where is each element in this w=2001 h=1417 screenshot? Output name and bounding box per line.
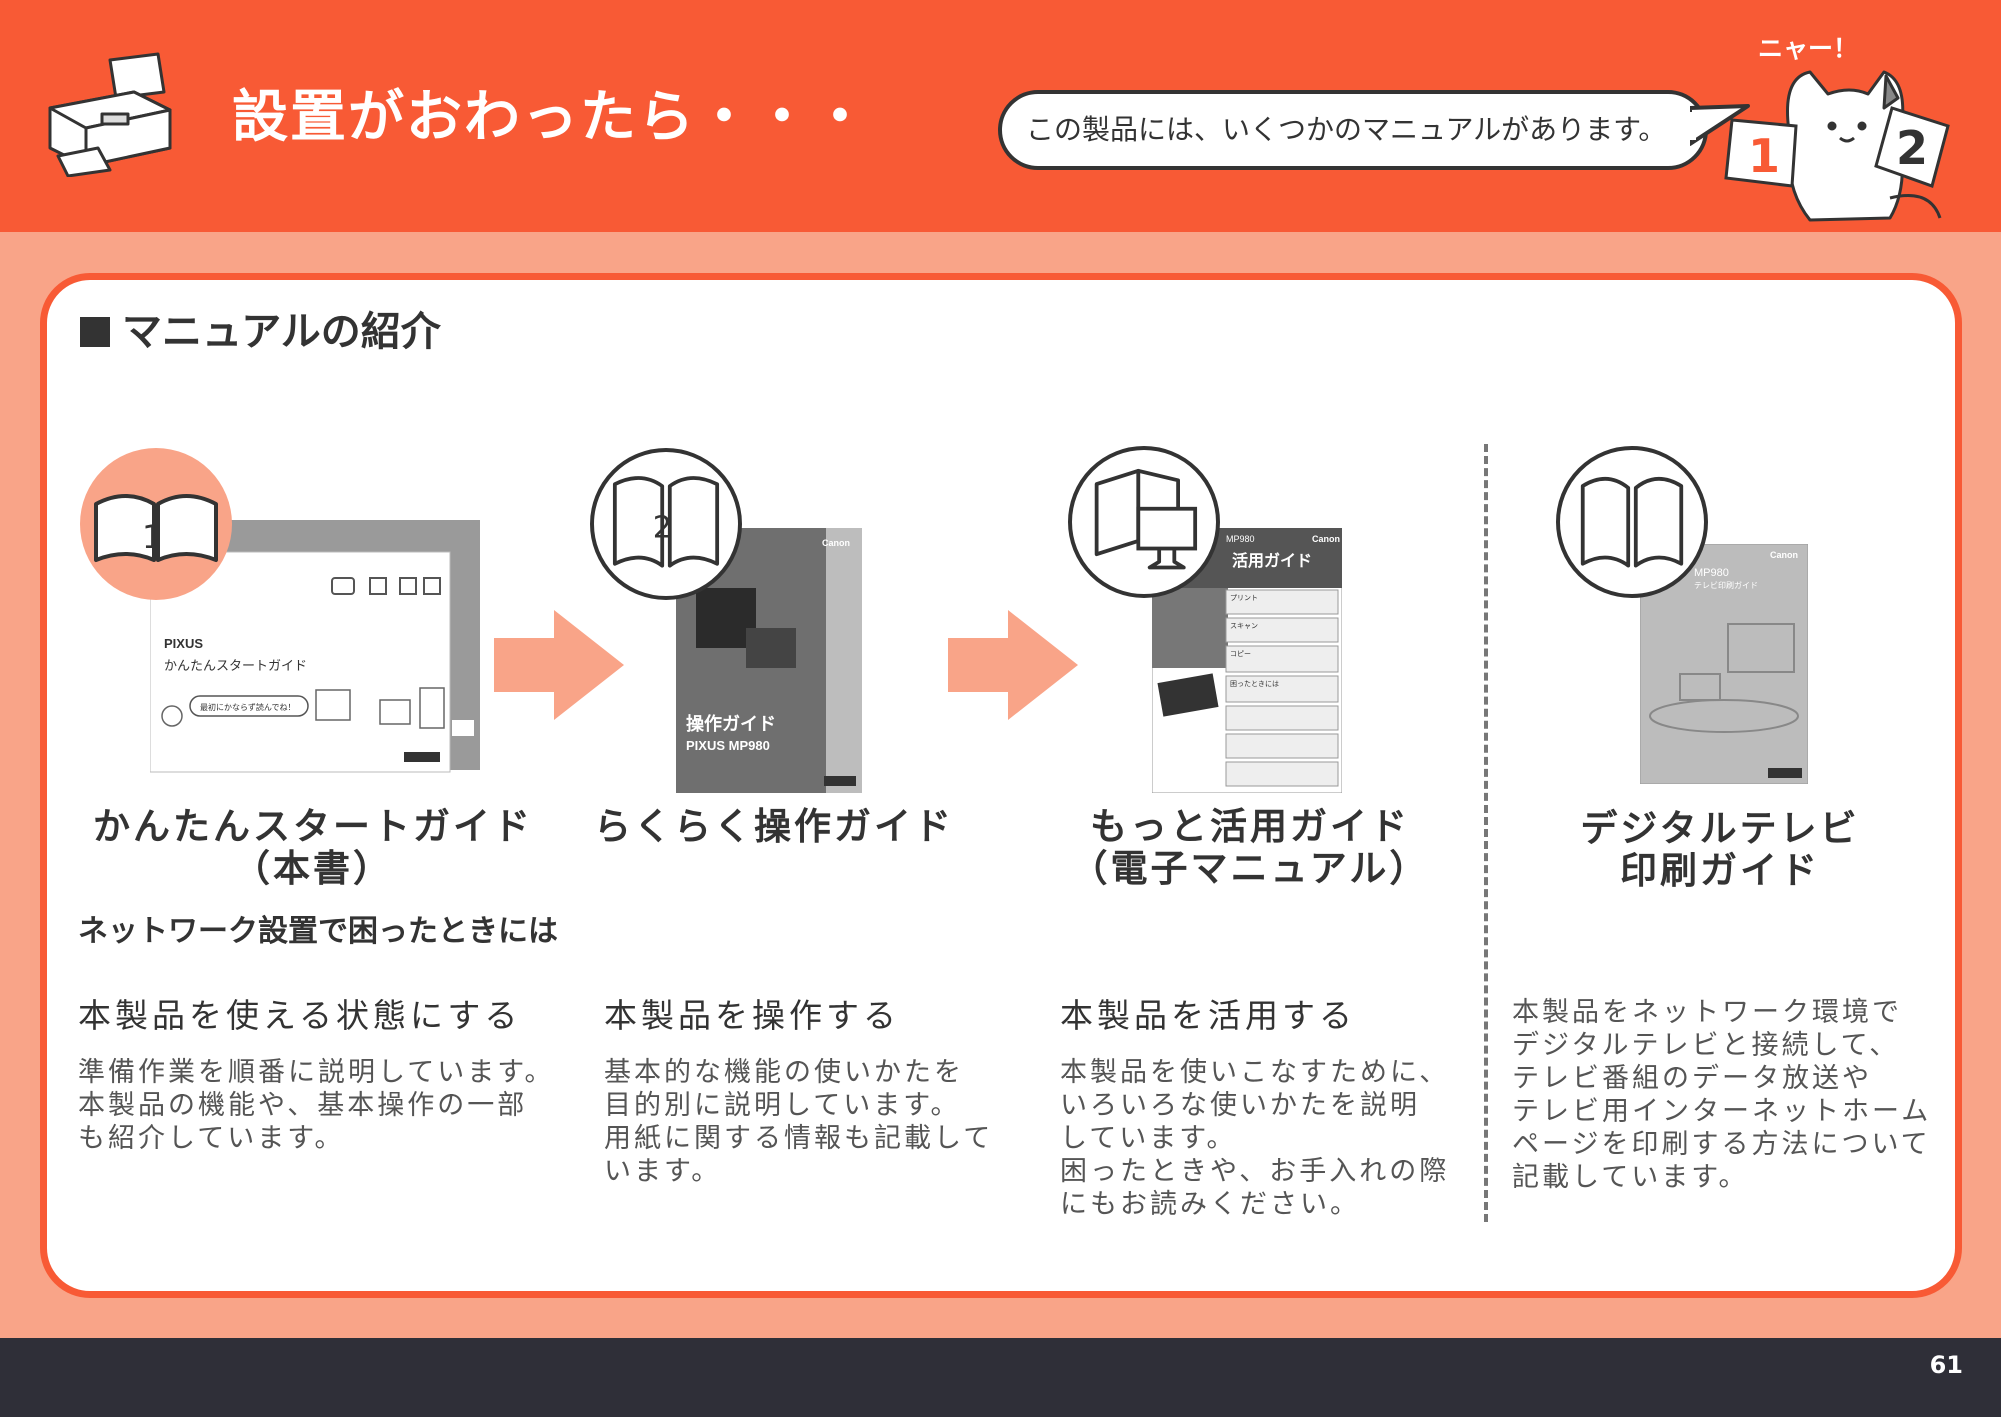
guide-2-badge: 2 bbox=[590, 448, 742, 600]
square-bullet-icon bbox=[80, 317, 110, 347]
guide-1-badge: 1 bbox=[80, 448, 232, 600]
guide-1-description: 準備作業を順番に説明しています。 本製品の機能や、基本操作の一部 も紹介していま… bbox=[78, 1057, 555, 1154]
page-number: 61 bbox=[1929, 1351, 1963, 1379]
guide-3-badge bbox=[1068, 446, 1220, 598]
guide-2-description: 基本的な機能の使いかたを 目的別に説明しています。 用紙に関する情報も記載して … bbox=[604, 1057, 994, 1187]
printer-icon bbox=[48, 52, 172, 177]
guide-2-thumb-title: 操作ガイド bbox=[686, 713, 776, 735]
guide-4-thumb-model: MP980 bbox=[1694, 567, 1729, 579]
speech-bubble-tail bbox=[1690, 104, 1750, 146]
guide-1-thumb-brand: PIXUS bbox=[164, 636, 203, 651]
guide-2-thumbnail: Canon 操作ガイド PIXUS MP980 bbox=[676, 528, 862, 793]
guide-3-thumb-brand: Canon bbox=[1312, 534, 1340, 544]
guide-1-thumbnail: PIXUS かんたんスタートガイド 最初にかならず読んでね！ bbox=[150, 520, 480, 773]
guide-1-title: かんたんスタートガイド （本書） bbox=[93, 805, 533, 890]
guide-1-number: 1 bbox=[142, 518, 162, 556]
guide-2-thumb-brand: Canon bbox=[822, 538, 850, 548]
guide-3-thumb-title: 活用ガイド bbox=[1232, 551, 1312, 570]
guide-3-thumb-menu-3: コピー bbox=[1230, 650, 1251, 658]
arrow-right-icon bbox=[948, 610, 1078, 720]
guide-3-description: 本製品を使いこなすために、 いろいろな使いかたを説明 しています。 困ったときや… bbox=[1060, 1057, 1450, 1220]
guide-3-thumb-model: MP980 bbox=[1226, 534, 1255, 544]
cat-mascot-icon: 1 2 bbox=[1724, 70, 1950, 222]
footer-bar bbox=[0, 1338, 2001, 1417]
guide-4-thumb-brand: Canon bbox=[1770, 550, 1798, 560]
guide-4-thumb-title: テレビ印刷ガイド bbox=[1694, 580, 1758, 590]
guide-3-thumbnail: MP980 Canon 活用ガイド プリント スキャン コピー 困ったときには bbox=[1152, 528, 1342, 793]
arrow-right-icon bbox=[494, 610, 624, 720]
guide-2-purpose: 本製品を操作する bbox=[604, 996, 900, 1035]
guide-4-badge bbox=[1556, 446, 1708, 598]
guide-3-thumb-menu-4: 困ったときには bbox=[1230, 680, 1279, 688]
guide-4-title: デジタルテレビ 印刷ガイド bbox=[1580, 807, 1860, 892]
guide-1-thumb-title: かんたんスタートガイド bbox=[164, 659, 307, 674]
guide-3-thumb-menu-1: プリント bbox=[1230, 594, 1258, 602]
cat-card-left-number: 1 bbox=[1748, 129, 1780, 183]
guide-3-purpose: 本製品を活用する bbox=[1060, 996, 1356, 1035]
guide-3-thumb-menu-2: スキャン bbox=[1230, 622, 1258, 630]
guide-4-thumbnail: Canon MP980 テレビ印刷ガイド bbox=[1640, 544, 1808, 784]
speech-bubble bbox=[998, 90, 1708, 170]
guide-4-description: 本製品をネットワーク環境で デジタルテレビと接続して、 テレビ番組のデータ放送や… bbox=[1512, 997, 1932, 1193]
content-card bbox=[40, 273, 1962, 1298]
guide-2-title: らくらく操作ガイド bbox=[594, 805, 954, 848]
guide-2-number: 2 bbox=[653, 510, 672, 545]
network-setup-note: ネットワーク設置で困ったときには bbox=[78, 914, 558, 949]
page-title: 設置がおわったら・・・ bbox=[232, 85, 870, 150]
guide-1-thumb-bubble: 最初にかならず読んでね！ bbox=[200, 702, 295, 712]
guide-3-title: もっと活用ガイド （電子マニュアル） bbox=[1070, 805, 1430, 890]
speech-bubble-text: この製品には、いくつかのマニュアルがあります。 bbox=[1026, 113, 1667, 146]
cat-exclamation: ニャー！ bbox=[1758, 34, 1859, 63]
cat-card-right-number: 2 bbox=[1896, 121, 1928, 175]
section-title: マニュアルの紹介 bbox=[80, 308, 441, 356]
dashed-divider bbox=[1484, 444, 1488, 1222]
guide-2-thumb-model: PIXUS MP980 bbox=[686, 738, 770, 753]
guide-1-purpose: 本製品を使える状態にする bbox=[78, 996, 522, 1035]
